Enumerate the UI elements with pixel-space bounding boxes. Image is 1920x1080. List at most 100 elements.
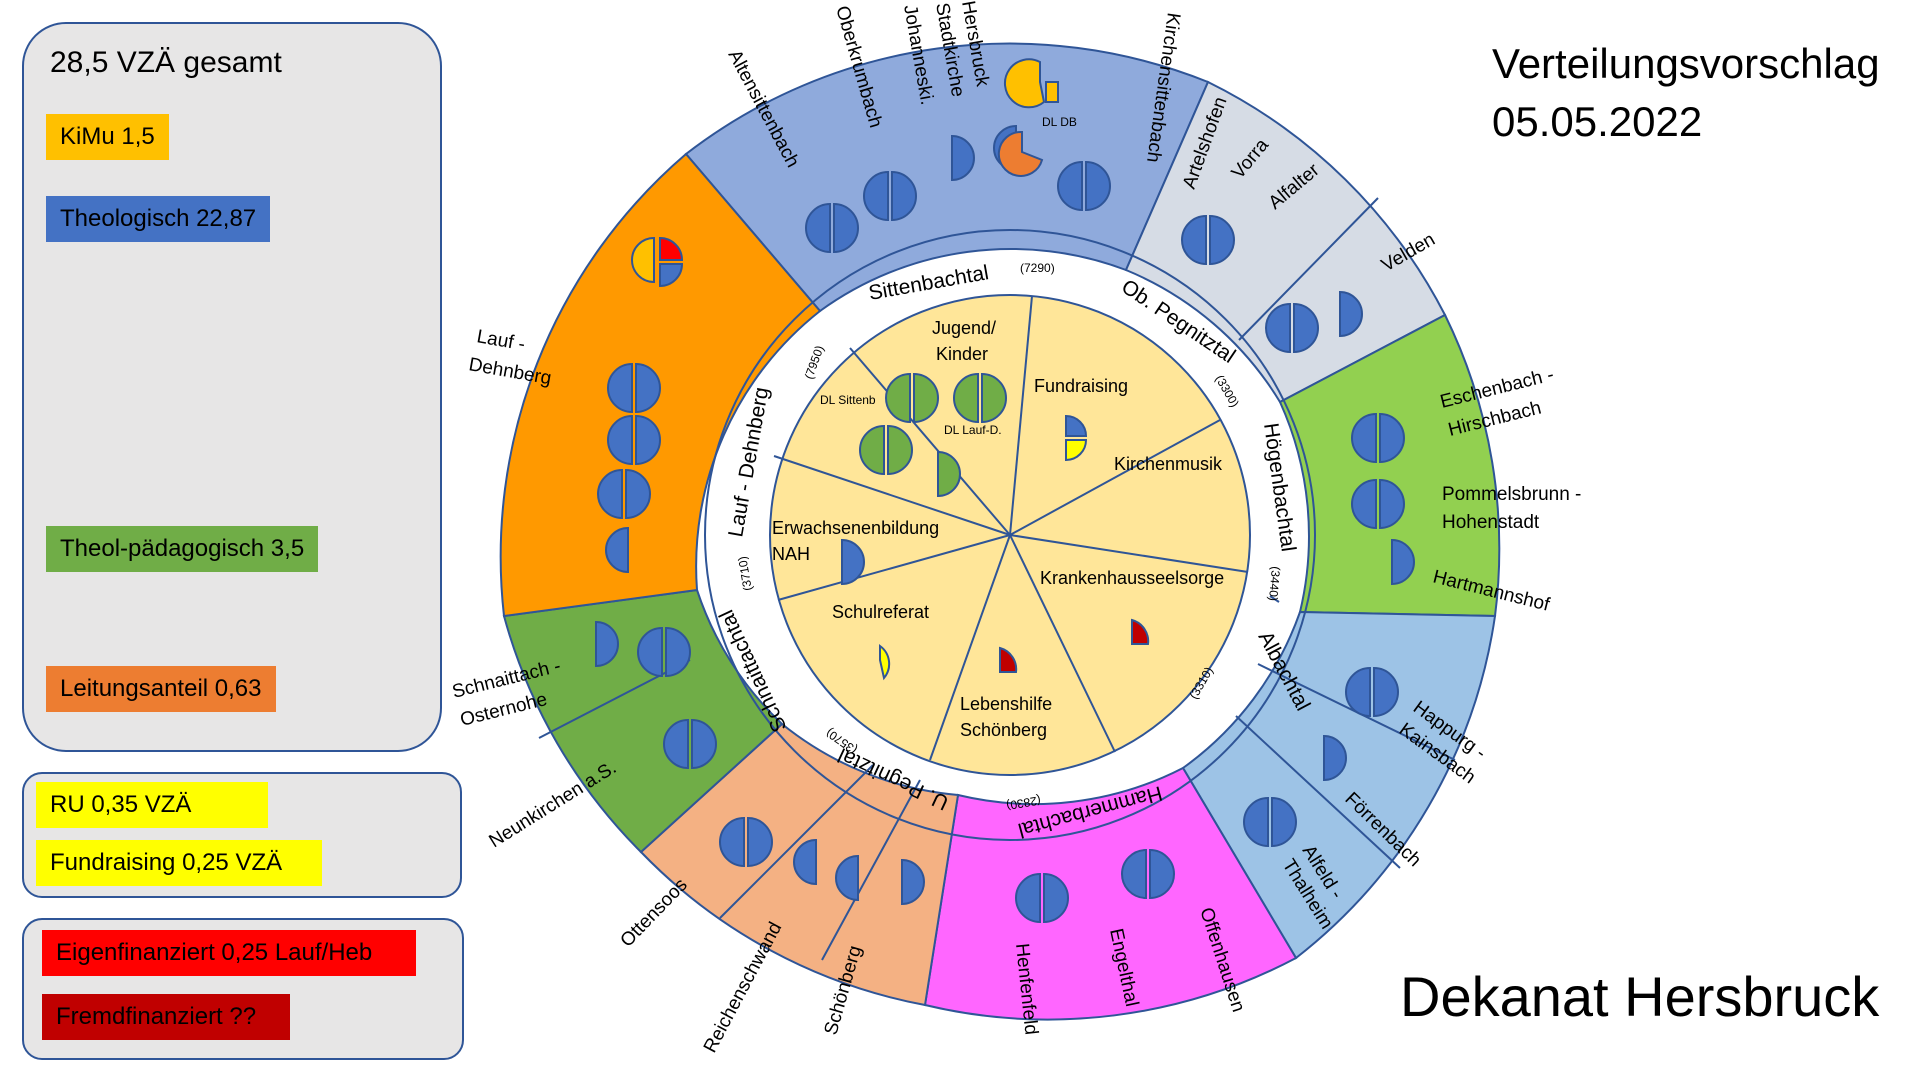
- position-half-icon: [841, 538, 865, 586]
- position-half-icon: [805, 202, 831, 254]
- center-krankenhaus: Krankenhausseelsorge: [1040, 568, 1224, 588]
- title-line2: 05.05.2022: [1492, 98, 1703, 145]
- center-fundraising: Fundraising: [1034, 376, 1128, 396]
- position-half-icon: [607, 362, 633, 414]
- position-half-icon: [835, 854, 859, 902]
- position-half-icon: [1379, 412, 1405, 464]
- center-dl-sittenb: DL Sittenb: [820, 393, 876, 407]
- position-half-icon: [953, 372, 979, 424]
- position-half-icon: [1043, 872, 1069, 924]
- position-half-icon: [1339, 290, 1363, 338]
- legend-theologisch: Theologisch 22,87: [46, 196, 271, 242]
- legend-leitung: Leitungsanteil 0,63: [46, 666, 276, 712]
- region-ob-pegnitztal-num: (3300): [1212, 373, 1241, 410]
- position-half-icon: [859, 424, 885, 476]
- legend-fremd: Fremdfinanziert ??: [42, 994, 290, 1040]
- position-half-icon: [1121, 848, 1147, 900]
- region-sittenbachtal-num: (7290): [1020, 261, 1055, 275]
- center-labels: Jugend/ Kinder DL Sittenb DL Lauf-D. Fun…: [772, 318, 1224, 740]
- position-half-icon: [625, 468, 651, 520]
- legend-total: 28,5 VZÄ gesamt: [50, 46, 282, 79]
- parish-reichenschwand: Reichenschwand: [700, 919, 786, 1057]
- region-hammerbachtal-num: (2830): [1005, 793, 1042, 813]
- fremd-icon: [1131, 618, 1150, 645]
- position-half-icon: [891, 170, 917, 222]
- eigen-icon: [659, 236, 684, 261]
- center-jugend-1: Jugend/: [932, 318, 996, 338]
- legend-eigen: Eigenfinanziert 0,25 Lauf/Heb: [42, 930, 416, 976]
- position-half-icon: [747, 816, 773, 868]
- position-half-icon: [1243, 796, 1269, 848]
- position-half-icon: [951, 134, 975, 182]
- position-half-icon: [981, 372, 1007, 424]
- position-half-icon: [885, 372, 911, 424]
- center-erwachsenen-1: Erwachsenenbildung: [772, 518, 939, 538]
- legend-ru: RU 0,35 VZÄ: [36, 782, 268, 828]
- parish-lauf-1: Lauf -: [475, 326, 527, 355]
- legend-fundraising: Fundraising 0,25 VZÄ: [36, 840, 322, 886]
- position-half-icon: [1149, 848, 1175, 900]
- center-schulreferat: Schulreferat: [832, 602, 929, 622]
- outer-ring: [499, 42, 1501, 1021]
- parish-pommelsbrunn-1: Pommelsbrunn -: [1442, 484, 1581, 505]
- leitung-icon: [997, 130, 1044, 177]
- position-half-icon: [659, 263, 684, 288]
- position-half-icon: [1065, 414, 1088, 437]
- parish-pommelsbrunn-2: Hohenstadt: [1442, 512, 1540, 533]
- position-half-icon: [1345, 666, 1371, 718]
- region-hoegenbachtal: Högenbachtal: [1259, 421, 1300, 553]
- segment-albachtal: [1181, 610, 1497, 960]
- position-markers: [595, 58, 1415, 924]
- region-lauf-dehnberg-num: (7950): [802, 344, 827, 381]
- position-half-icon: [937, 450, 961, 498]
- label-dl-db: DL DB: [1042, 115, 1077, 129]
- position-half-icon: [901, 858, 925, 906]
- position-half-icon: [637, 626, 663, 678]
- middle-ring: [704, 229, 1316, 841]
- position-half-icon: [1391, 538, 1415, 586]
- position-half-icon: [665, 626, 691, 678]
- position-half-icon: [607, 414, 633, 466]
- center-jugend-2: Kinder: [936, 344, 988, 364]
- position-half-icon: [833, 202, 859, 254]
- position-half-icon: [1265, 302, 1291, 354]
- position-half-icon: [631, 236, 655, 284]
- parish-ottensoos: Ottensoos: [616, 875, 691, 952]
- center-lebenshilfe-1: Lebenshilfe: [960, 694, 1052, 714]
- position-half-icon: [635, 362, 661, 414]
- position-half-icon: [1293, 302, 1319, 354]
- position-half-icon: [913, 372, 939, 424]
- inner-circle: [769, 294, 1251, 776]
- position-half-icon: [1271, 796, 1297, 848]
- position-half-icon: [1057, 160, 1083, 212]
- footer-title: Dekanat Hersbruck: [1400, 965, 1880, 1028]
- position-half-icon: [635, 414, 661, 466]
- position-half-icon: [1085, 160, 1111, 212]
- kimu-icon: [1045, 81, 1059, 103]
- position-half-icon: [1351, 478, 1377, 530]
- position-half-icon: [793, 838, 817, 886]
- position-half-icon: [663, 718, 689, 770]
- title-line1: Verteilungsvorschlag: [1492, 40, 1880, 87]
- kimu-icon: [1004, 58, 1046, 109]
- position-half-icon: [1015, 872, 1041, 924]
- position-half-icon: [1373, 666, 1399, 718]
- center-dl-lauf: DL Lauf-D.: [944, 423, 1002, 437]
- legend-theol-paed: Theol-pädagogisch 3,5: [46, 526, 319, 572]
- position-half-icon: [887, 424, 913, 476]
- center-erwachsenen-2: NAH: [772, 544, 810, 564]
- ru-icon: [1065, 439, 1088, 462]
- fremd-icon: [999, 646, 1018, 673]
- position-half-icon: [595, 620, 619, 668]
- position-half-icon: [597, 468, 623, 520]
- position-half-icon: [1379, 478, 1405, 530]
- center-lebenshilfe-2: Schönberg: [960, 720, 1047, 740]
- position-half-icon: [1323, 734, 1347, 782]
- position-half-icon: [691, 718, 717, 770]
- region-hoegenbachtal-num: (3440): [1266, 566, 1283, 602]
- position-half-icon: [1209, 214, 1235, 266]
- position-half-icon: [1181, 214, 1207, 266]
- position-half-icon: [863, 170, 889, 222]
- position-half-icon: [605, 526, 629, 574]
